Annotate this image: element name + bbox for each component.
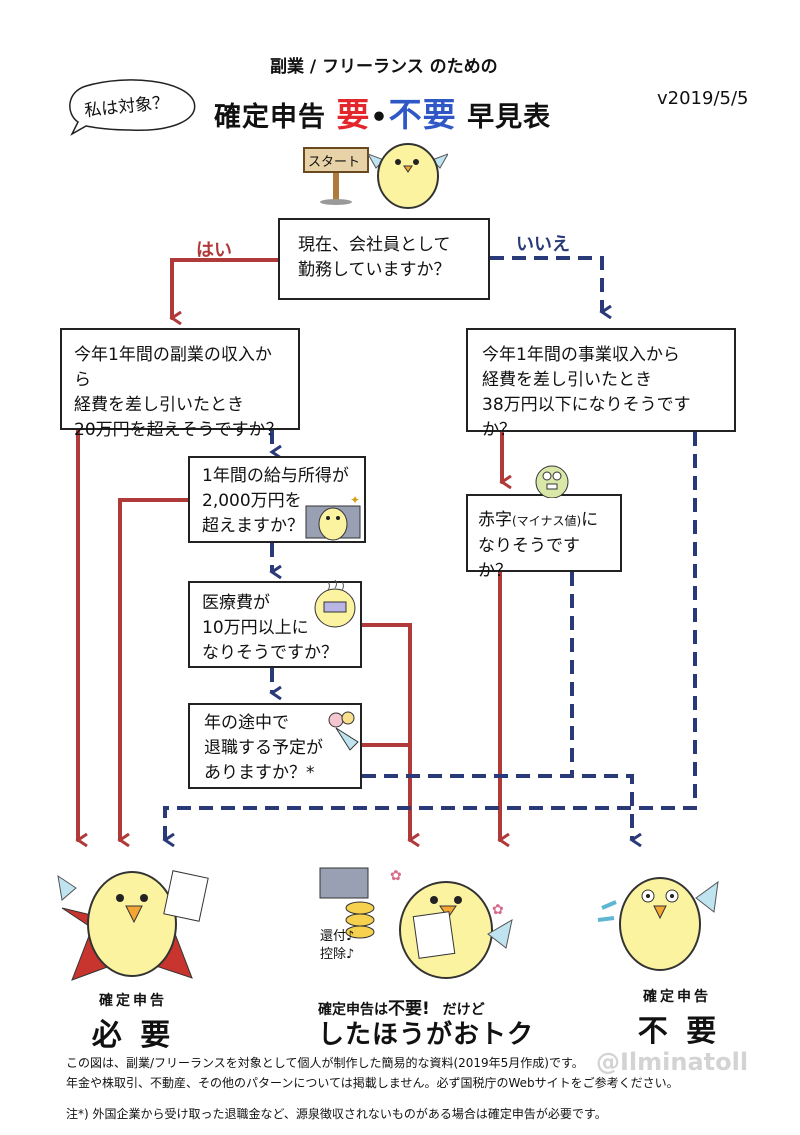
chick-required-icon (57, 870, 209, 981)
r2-part-b: 不要! (388, 999, 430, 1019)
footer-line-1: この図は、副業/フリーランスを対象として個人が制作した簡易的な資料(2019年5… (66, 1056, 584, 1070)
question-business-income: 今年1年間の事業収入から 経費を差し引いたとき 38万円以下になりそうですか？ (466, 328, 736, 440)
chick-start-icon (368, 143, 448, 209)
flow-q1-no (490, 256, 602, 312)
deficit-main: 赤字 (478, 510, 512, 530)
version-label: v2019/5/5 (657, 88, 749, 109)
signpost-icon (303, 147, 369, 205)
watermark: @Ilminatoll (596, 1048, 749, 1076)
chick-refund-icon: ✿ ✿ (319, 867, 513, 979)
bubble-outline (69, 79, 196, 136)
title-not-required: 不要 (388, 95, 457, 134)
flow-q7-no (362, 774, 632, 840)
label-no: いいえ (516, 234, 570, 255)
chick-deficit-icon (535, 465, 569, 498)
start-sign-label: スタート (308, 155, 361, 170)
result-recommended-big: したほうがおトク (318, 1020, 535, 1050)
start-sign: スタート (300, 146, 372, 206)
label-yes: はい (196, 240, 232, 261)
flow-q1-yes (172, 258, 280, 318)
footer-line-2: 年金や株取引、不動産、その他のパターンについては掲載しません。必ず国税庁のWeb… (66, 1076, 679, 1090)
result-not-required-big: 不 要 (637, 1014, 721, 1049)
svg-text:✦: ✦ (350, 494, 360, 507)
flow-q4-yes (120, 498, 190, 840)
title-required: 要 (336, 95, 371, 134)
question-deficit: 赤字(マイナス値)に なりそうですか？ (466, 494, 622, 581)
result-not-required-small: 確定申告 (643, 989, 711, 1005)
result-recommended-line1: 確定申告は不要! だけど (318, 994, 485, 1019)
flow-q3-no (165, 432, 697, 840)
bouquet-icon (328, 711, 359, 751)
result-required-small: 確定申告 (99, 993, 167, 1009)
deficit-rest: に なりそうですか？ (478, 510, 599, 581)
deficit-paren: (マイナス値) (512, 514, 582, 528)
title-pre: 確定申告 (214, 102, 326, 133)
title-post: 早見表 (467, 102, 552, 133)
footer-note: 注*) 外国企業から受け取った退職金など、源泉徴収されないものがある場合は確定申… (66, 1107, 607, 1121)
result-required-big: 必 要 (91, 1018, 175, 1053)
chick-not-required-icon (597, 877, 719, 971)
speech-bubble: 私は対象？ (66, 78, 198, 136)
flow-q5-yes (360, 623, 410, 840)
page-subtitle: 副業 / フリーランス のための (270, 57, 498, 77)
r2-part-c: だけど (442, 1002, 485, 1018)
title-dot: • (370, 102, 389, 133)
refund-text: 還付♪ 控除♪ (320, 929, 355, 962)
r2-part-a: 確定申告は (318, 1002, 388, 1018)
chick-sick-icon (314, 579, 356, 628)
svg-text:✿: ✿ (492, 902, 504, 918)
question-employee: 現在、会社員として 勤務していますか？ (278, 218, 490, 300)
chick-rich-icon: ✦ (305, 494, 361, 541)
svg-text:✿: ✿ (390, 868, 402, 884)
question-side-income: 今年1年間の副業の収入から 経費を差し引いたとき 20万円を超えそうですか？ (60, 328, 300, 440)
page-title: 確定申告 要•不要 早見表 (214, 88, 551, 136)
